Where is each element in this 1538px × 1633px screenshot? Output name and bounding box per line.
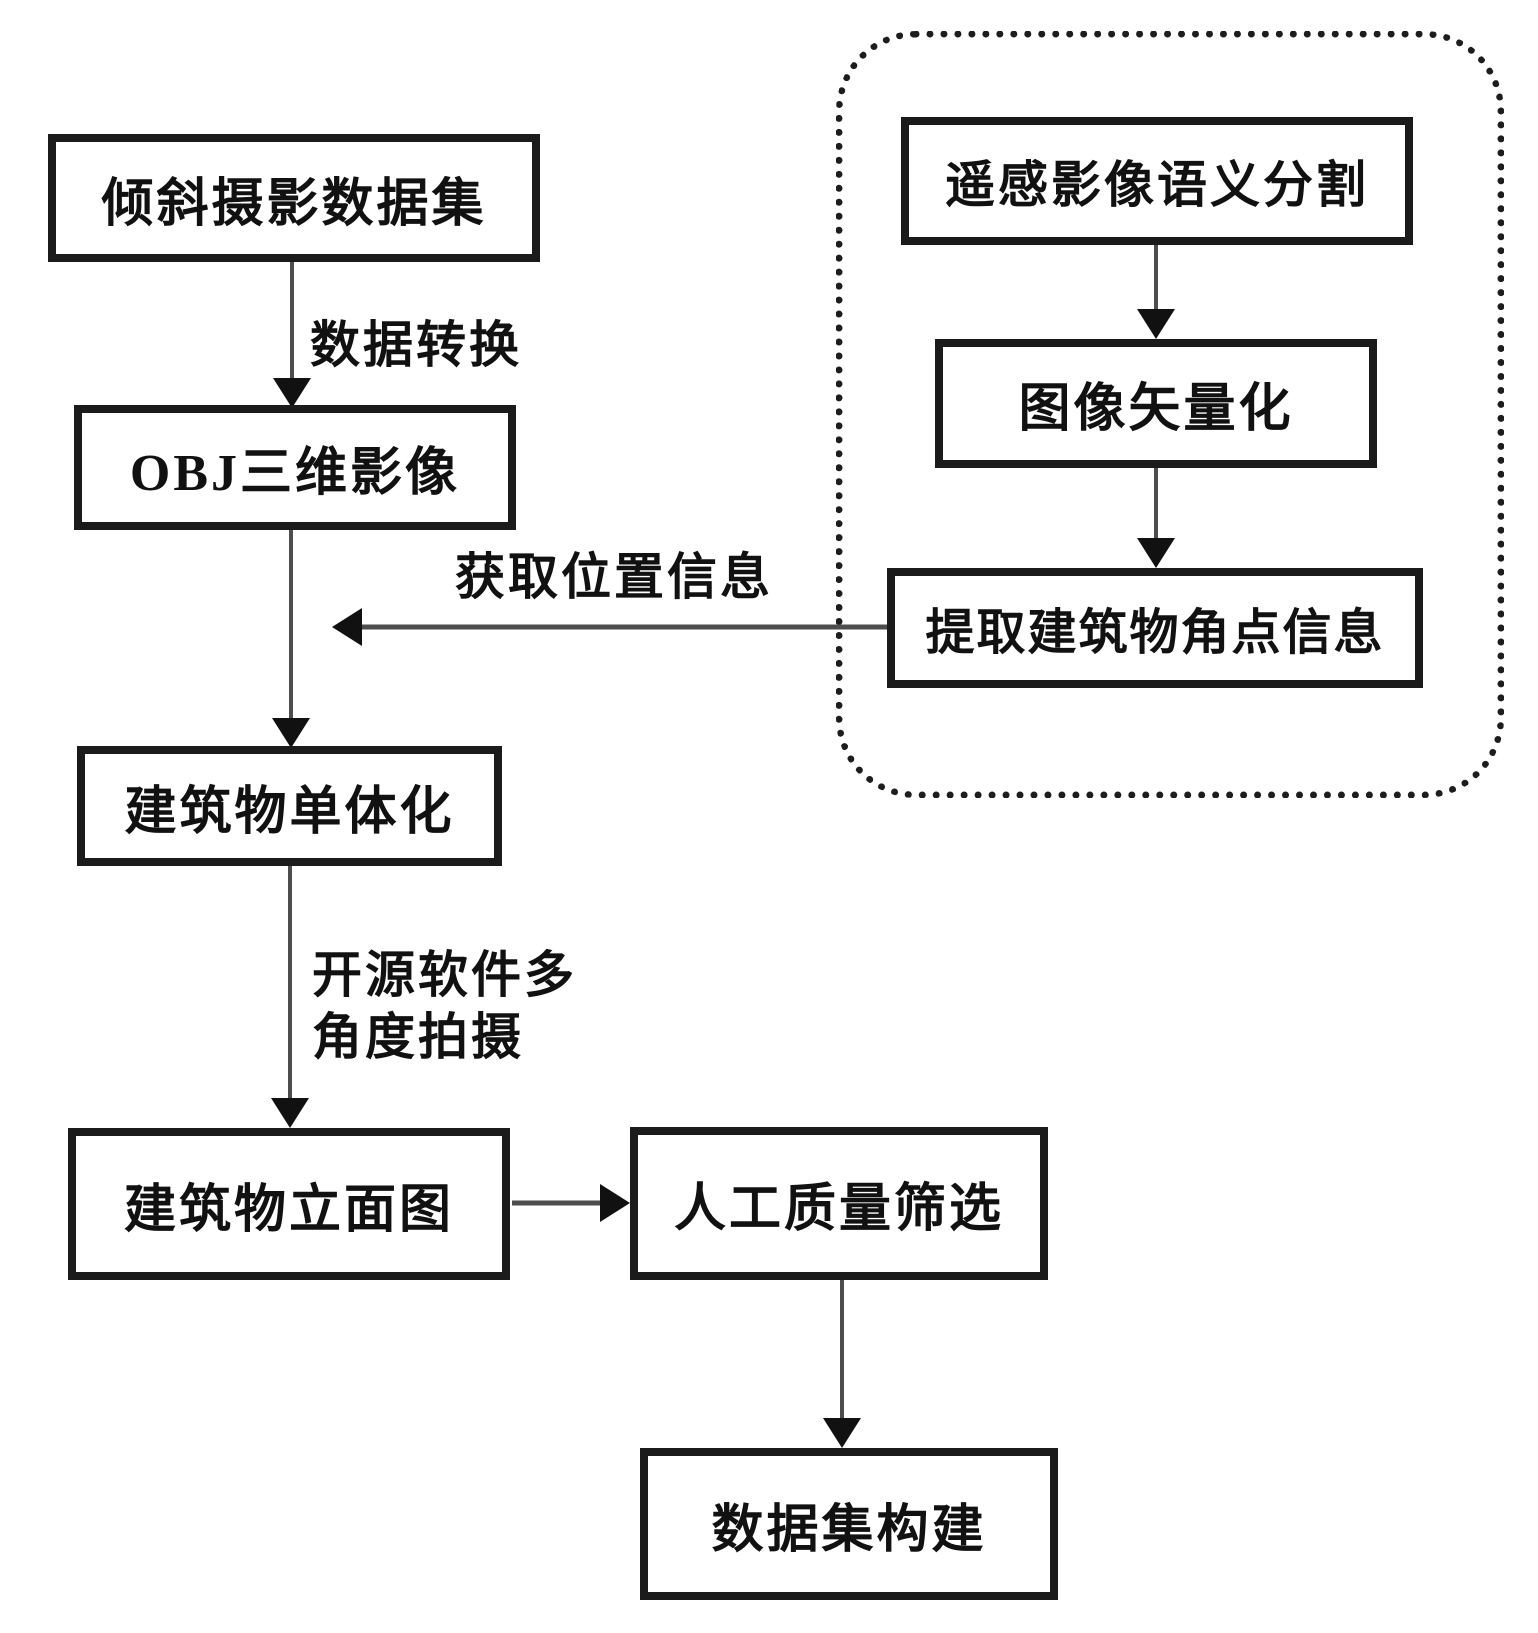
arrowhead-obj-to-monomerization bbox=[272, 718, 310, 748]
edge-label-multi-angle-capture: 开源软件多 角度拍摄 bbox=[312, 947, 577, 1065]
node-building-monomerization: 建筑物单体化 bbox=[77, 746, 502, 866]
edge-label-data-conversion: 数据转换 bbox=[310, 317, 522, 373]
arrowhead-monomerization-to-facade bbox=[271, 1098, 309, 1128]
node-remote-sensing-semantic-segmentation: 遥感影像语义分割 bbox=[901, 117, 1413, 245]
arrowhead-dataset-to-obj bbox=[273, 378, 311, 408]
node-building-facade-drawing: 建筑物立面图 bbox=[68, 1128, 510, 1280]
node-oblique-photography-dataset: 倾斜摄影数据集 bbox=[48, 134, 540, 262]
dashed-group-container bbox=[836, 31, 1504, 798]
node-obj-3d-imagery: OBJ三维影像 bbox=[74, 405, 516, 530]
node-image-vectorization: 图像矢量化 bbox=[935, 339, 1377, 468]
arrowhead-facade-to-screening bbox=[600, 1184, 630, 1222]
node-manual-quality-screening: 人工质量筛选 bbox=[630, 1127, 1048, 1280]
node-extract-building-corner-info: 提取建筑物角点信息 bbox=[887, 568, 1423, 688]
arrowhead-corner-to-mainflow bbox=[332, 608, 362, 646]
edge-label-get-position-info: 获取位置信息 bbox=[455, 549, 773, 605]
arrowhead-screening-to-dataset bbox=[823, 1418, 861, 1448]
node-dataset-construction: 数据集构建 bbox=[640, 1448, 1058, 1600]
